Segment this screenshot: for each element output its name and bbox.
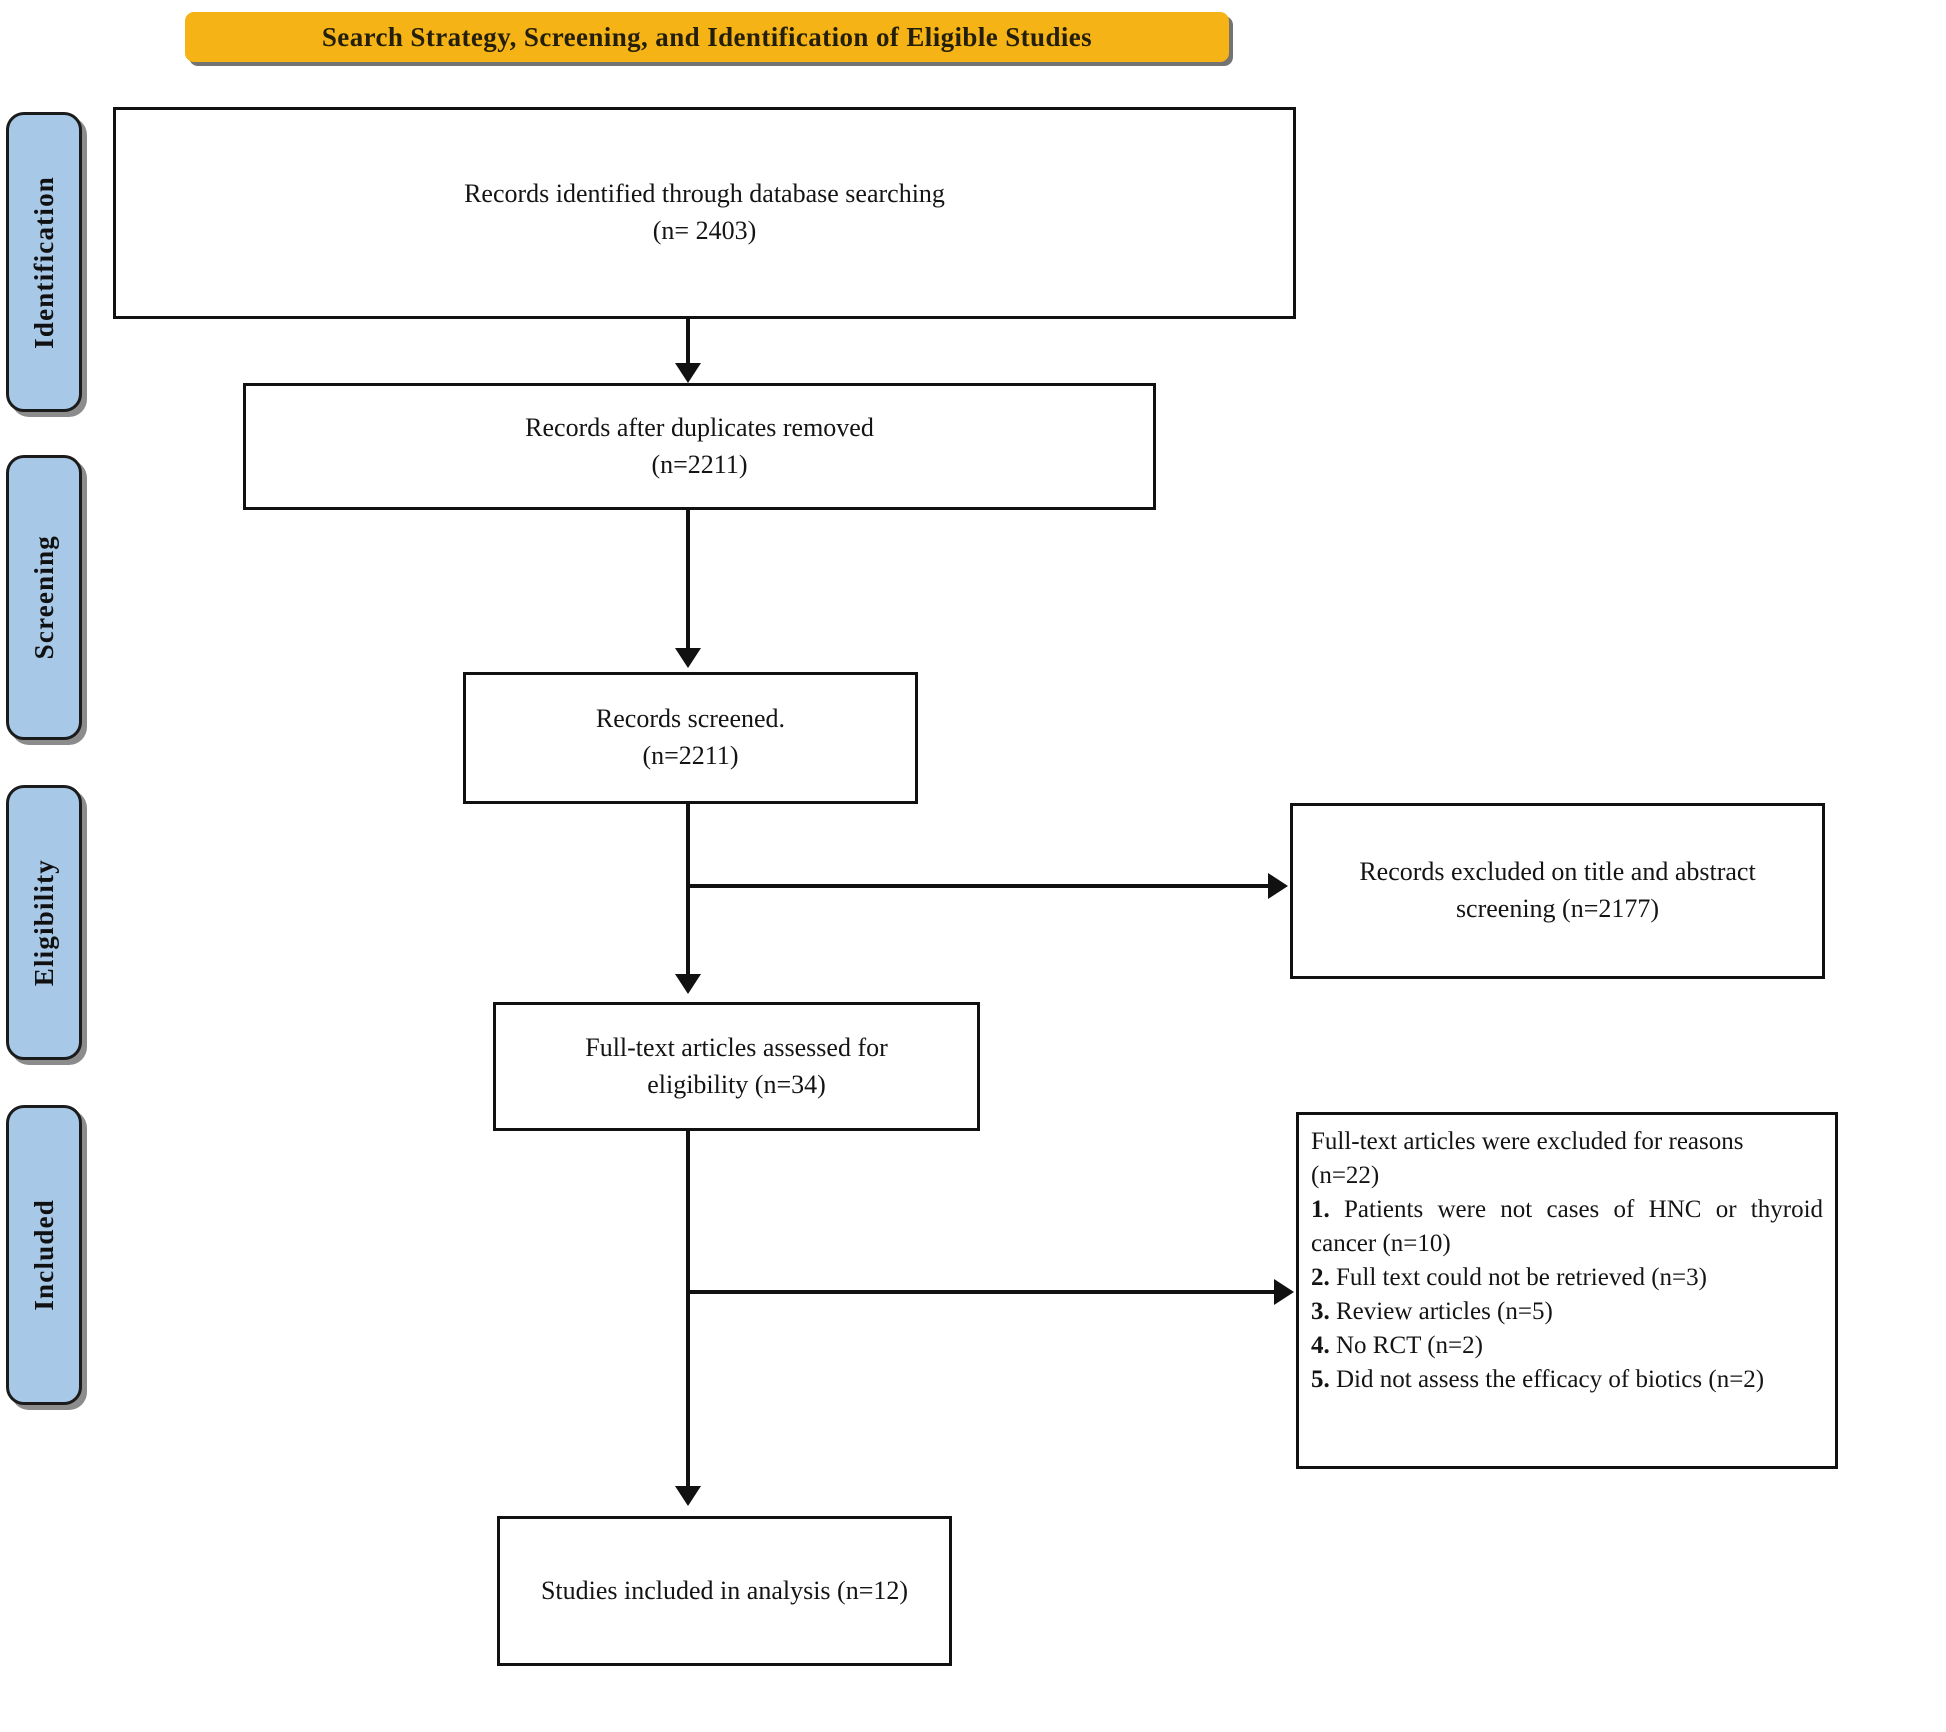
box-fulltext-assessed-text: Full-text articles assessed for eligibil…: [585, 1032, 888, 1099]
excluded-reason-1-text: Patients were not cases of HNC or thyroi…: [1311, 1196, 1824, 1257]
excluded-reason-2-text: Full text could not be retrieved (n=3): [1336, 1264, 1707, 1291]
box-records-screened: Records screened. (n=2211): [463, 672, 918, 804]
excluded-reason-5-number: 5.: [1311, 1366, 1330, 1393]
stage-label-eligibility: Eligibility: [6, 785, 82, 1060]
connector-screened-to-fulltext: [686, 804, 690, 976]
excluded-reason-5-text: Did not assess the efficacy of biotics (…: [1336, 1366, 1765, 1393]
excluded-reason-item-1: 1. Patients were not cases of HNC or thy…: [1311, 1193, 1823, 1261]
excluded-reasons-heading-count: (n=22): [1311, 1162, 1380, 1189]
box-records-identified: Records identified through database sear…: [113, 107, 1296, 319]
excluded-reasons-list: Full-text articles were excluded for rea…: [1311, 1125, 1823, 1397]
connector-fulltext-to-included: [686, 1131, 690, 1488]
excluded-reason-item-2: 2. Full text could not be retrieved (n=3…: [1311, 1261, 1823, 1295]
box-records-excluded-title-abstract: Records excluded on title and abstract s…: [1290, 803, 1825, 979]
stage-label-included: Included: [6, 1105, 82, 1405]
excluded-reason-item-3: 3. Review articles (n=5): [1311, 1295, 1823, 1329]
connector-duplicates-to-screened: [686, 510, 690, 650]
box-studies-included-text: Studies included in analysis (n=12): [540, 1575, 909, 1605]
diagram-title-banner: Search Strategy, Screening, and Identifi…: [185, 12, 1229, 62]
box-fulltext-excluded-reasons: Full-text articles were excluded for rea…: [1296, 1112, 1838, 1469]
box-studies-included: Studies included in analysis (n=12): [497, 1516, 952, 1666]
arrow-fulltext-to-excluded-reasons: [1274, 1279, 1294, 1305]
arrow-fulltext-to-included: [675, 1486, 701, 1506]
excluded-reason-4-text: No RCT (n=2): [1336, 1332, 1483, 1359]
arrow-screened-to-fulltext: [675, 974, 701, 994]
box-records-after-duplicates-text: Records after duplicates removed (n=2211…: [525, 412, 874, 479]
box-fulltext-assessed: Full-text articles assessed for eligibil…: [493, 1002, 980, 1131]
stage-label-identification: Identification: [6, 112, 82, 412]
branch-screened-to-excluded: [686, 884, 1270, 888]
box-records-screened-text: Records screened. (n=2211): [595, 704, 786, 770]
branch-fulltext-to-excluded-reasons: [686, 1290, 1276, 1294]
box-records-excluded-title-abstract-text: Records excluded on title and abstract s…: [1359, 857, 1756, 923]
stage-label-eligibility-text: Eligibility: [28, 858, 59, 987]
excluded-reasons-heading: Full-text articles were excluded for rea…: [1311, 1128, 1744, 1155]
arrow-identified-to-duplicates: [675, 363, 701, 383]
excluded-reason-1-number: 1.: [1311, 1196, 1330, 1223]
stage-label-screening: Screening: [6, 455, 82, 740]
excluded-reason-2-number: 2.: [1311, 1264, 1330, 1291]
stage-label-included-text: Included: [28, 1199, 59, 1311]
excluded-reason-4-number: 4.: [1311, 1332, 1330, 1359]
excluded-reason-item-4: 4. No RCT (n=2): [1311, 1329, 1823, 1363]
stage-label-identification-text: Identification: [28, 175, 59, 349]
excluded-reason-3-text: Review articles (n=5): [1336, 1298, 1553, 1325]
connector-identified-to-duplicates: [686, 319, 690, 365]
box-records-after-duplicates: Records after duplicates removed (n=2211…: [243, 383, 1156, 510]
stage-label-screening-text: Screening: [28, 535, 59, 660]
box-records-identified-text: Records identified through database sear…: [464, 179, 945, 245]
excluded-reason-3-number: 3.: [1311, 1298, 1330, 1325]
arrow-duplicates-to-screened: [675, 648, 701, 668]
page-title: Search Strategy, Screening, and Identifi…: [321, 21, 1093, 52]
arrow-screened-to-excluded: [1268, 873, 1288, 899]
excluded-reason-item-5: 5. Did not assess the efficacy of biotic…: [1311, 1363, 1823, 1397]
